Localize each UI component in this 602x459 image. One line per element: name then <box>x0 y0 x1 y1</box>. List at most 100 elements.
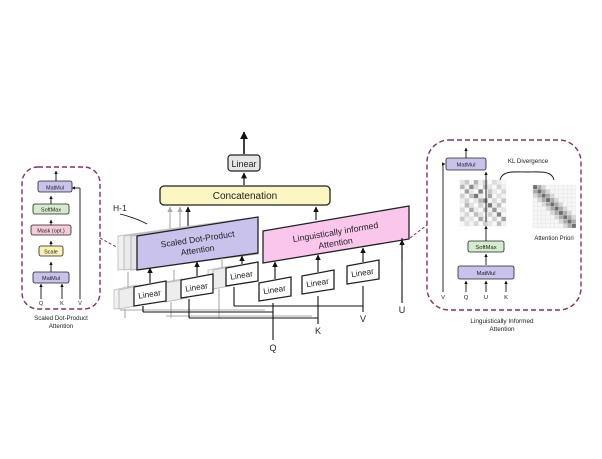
att-grid-cell <box>482 198 488 204</box>
prior-grid-cell <box>537 184 542 190</box>
prior-grid-cell <box>554 189 559 194</box>
prior-grid-cell <box>562 184 568 190</box>
prior-grid-cell <box>550 193 555 199</box>
concatenation-label: Concatenation <box>213 191 278 202</box>
att-grid-cell <box>487 179 493 185</box>
sdpa-label-line2: Attention <box>180 243 215 258</box>
heads-label: H-1 <box>113 203 127 213</box>
att-grid-cell <box>478 184 484 190</box>
att-grid-cell <box>464 221 470 227</box>
prior-grid-cell <box>558 219 564 224</box>
left-matmul-top-block <box>37 180 73 193</box>
att-grid-cell <box>469 193 474 199</box>
sdpa-linear-v-label: Linear <box>230 269 254 281</box>
right-softmax-label: SoftMax <box>475 245 496 251</box>
prior-grid-cell <box>532 210 538 216</box>
prior-grid-cell <box>545 202 551 207</box>
prior-grid-cell <box>562 193 568 199</box>
att-grid-cell <box>478 198 484 204</box>
att-grid-cell <box>482 216 488 222</box>
left-matmul-bottom-block <box>32 271 70 284</box>
right-caption-line1: Linguistically Informed <box>470 318 534 325</box>
left-scale-label: Scale <box>44 250 58 256</box>
prior-grid-cell <box>550 189 555 194</box>
top-linear-label: Linear <box>231 159 256 169</box>
prior-grid-cell <box>541 202 547 207</box>
prior-grid-cell <box>562 197 568 203</box>
att-grid-cell <box>487 202 493 208</box>
att-grid-cell <box>492 193 497 199</box>
att-grid-cell <box>473 189 479 194</box>
attention-prior-label: Attention Priori <box>534 236 573 242</box>
input-v-label: V <box>360 314 366 324</box>
prior-grid-cell <box>562 210 568 216</box>
prior-grid-cell <box>532 202 538 207</box>
prior-grid-cell <box>562 206 568 211</box>
prior-grid-cell <box>562 223 568 229</box>
prior-grid-cell <box>562 189 568 194</box>
prior-grid-cell <box>550 223 555 229</box>
att-grid-cell <box>469 216 474 222</box>
prior-grid-cell <box>550 219 555 224</box>
sdpa-block <box>136 216 259 271</box>
kl-divergence-label: KL Divergence <box>508 158 549 165</box>
prior-grid-cell <box>558 197 564 203</box>
prior-grid-cell <box>532 214 538 220</box>
att-grid-cell <box>473 207 479 213</box>
att-grid-cell <box>492 184 497 190</box>
right-input-v: V <box>441 295 445 301</box>
right-detail-panel: MatMul KL Divergence SoftMax MatMul Atte… <box>426 139 582 333</box>
prior-grid-cell <box>558 189 564 194</box>
att-grid-cell <box>496 207 502 213</box>
sdpa-linear-q-label: Linear <box>138 288 162 300</box>
att-grid-cell <box>464 207 470 213</box>
lia-block <box>262 205 410 264</box>
prior-grid-cell <box>571 197 577 203</box>
att-grid-cell <box>459 193 465 199</box>
att-grid-cell <box>482 189 488 194</box>
att-grid-cell <box>464 198 470 204</box>
prior-grid-cell <box>567 210 572 216</box>
input-routing <box>142 238 403 340</box>
att-grid-cell <box>487 184 493 190</box>
prior-grid-cell <box>567 184 572 190</box>
prior-grid-cell <box>545 193 551 199</box>
prior-grid-cell <box>550 184 555 190</box>
prior-grid-cell <box>554 202 559 207</box>
prior-grid-cell <box>545 214 551 220</box>
prior-grid-cell <box>558 184 564 190</box>
att-grid-cell <box>473 193 479 199</box>
att-grid-cell <box>501 207 507 213</box>
right-matmul-bottom-label: MatMul <box>476 271 495 277</box>
prior-grid-cell <box>537 214 542 220</box>
prior-grid-cell <box>541 197 547 203</box>
prior-grid-cell <box>532 223 538 229</box>
att-grid-cell <box>464 202 470 208</box>
att-grid-cell <box>496 189 502 194</box>
left-matmul-bottom-label: MatMul <box>42 276 60 282</box>
left-input-q: Q <box>39 301 44 307</box>
prior-grid-cell <box>567 197 572 203</box>
att-grid-cell <box>501 202 507 208</box>
att-grid-cell <box>473 212 479 217</box>
att-grid-cell <box>459 184 465 190</box>
prior-grid-cell <box>567 206 572 211</box>
att-grid-cell <box>501 198 507 204</box>
att-grid-cell <box>496 212 502 217</box>
prior-grid-cell <box>567 193 572 199</box>
prior-grid-cell <box>554 206 559 211</box>
prior-grid-cell <box>567 214 572 220</box>
att-grid-cell <box>487 207 493 213</box>
att-grid-cell <box>492 202 497 208</box>
lia-linear-k-label: Linear <box>306 277 330 289</box>
att-grid-cell <box>459 198 465 204</box>
prior-grid-cell <box>532 206 538 211</box>
prior-grid-cell <box>558 193 564 199</box>
main-diagram: Linear Concatenation H-1 Scaled Dot-Prod… <box>113 131 410 353</box>
prior-grid-cell <box>558 214 564 220</box>
att-grid-cell <box>464 189 470 194</box>
prior-grid-cell <box>537 189 542 194</box>
prior-grid-cell <box>571 184 577 190</box>
prior-grid-cell <box>571 214 577 220</box>
prior-grid-cell <box>571 210 577 216</box>
